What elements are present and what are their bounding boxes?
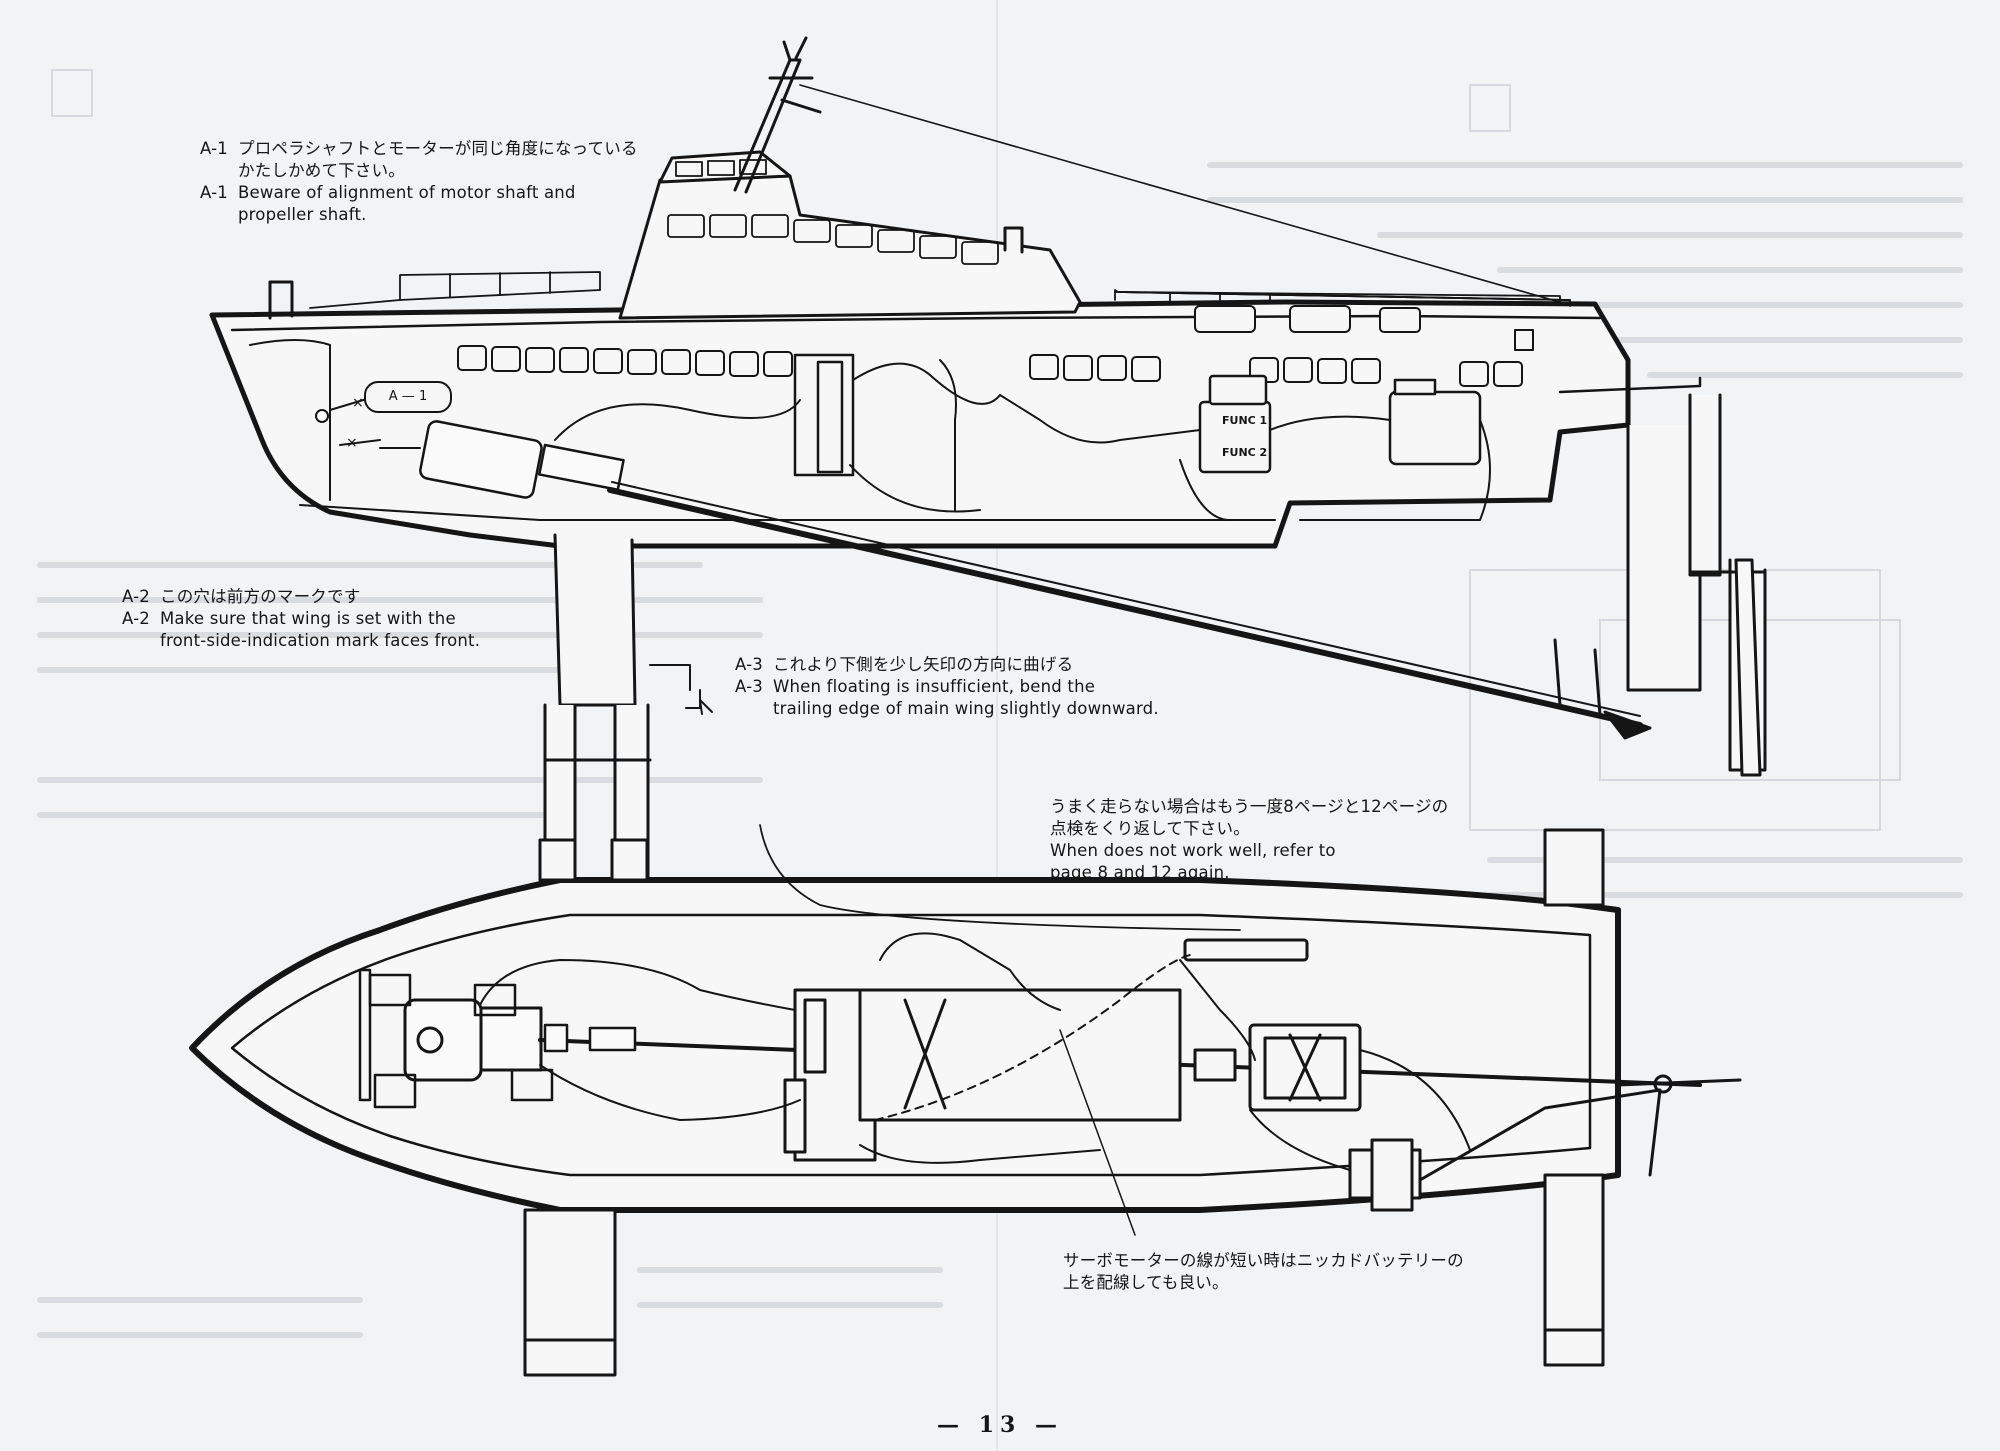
note-a1-en-line1: Beware of alignment of motor shaft and <box>238 183 576 202</box>
shaft-tube-outline <box>611 481 1641 717</box>
note-servo: サーボモーターの線が短い時はニッカドバッテリーの 上を配線しても良い。 <box>1063 1250 1464 1294</box>
bow-post <box>268 280 294 320</box>
note-a2-jp-line1: この穴は前方のマークです <box>160 587 361 606</box>
note-retry-en-line1: When does not work well, refer to <box>1050 841 1336 860</box>
func1-label: FUNC 1 <box>1222 414 1268 427</box>
a2-hole-marks: × × <box>315 395 421 451</box>
bridge-outline <box>658 150 792 184</box>
aftdeck-equipment <box>1194 305 1534 351</box>
top-inner-gunwale <box>230 913 1592 1177</box>
note-retry-en-line2: page 8 and 12 again. <box>1050 863 1230 882</box>
side-view: × × <box>209 36 1767 1012</box>
note-a3-en-line2: trailing edge of main wing slightly down… <box>773 699 1159 718</box>
note-a1-code: A-1 <box>200 139 228 158</box>
note-a2-en-line1: Make sure that wing is set with the <box>160 609 456 628</box>
top-rudder-arm <box>1616 1078 1742 1087</box>
note-a1-jp-line2: かたしかめて下さい。 <box>238 161 405 180</box>
func2-label: FUNC 2 <box>1222 446 1268 459</box>
top-wiring <box>479 932 1471 1171</box>
callout-a1-tag: A — 1 <box>364 381 452 413</box>
note-a1-en-line2: propeller shaft. <box>238 205 367 224</box>
propeller-strut <box>1553 638 1602 717</box>
top-front-foils <box>523 838 649 1377</box>
svg-text:×: × <box>352 395 364 411</box>
mast <box>733 36 822 194</box>
propeller-shaft <box>607 487 1643 728</box>
note-a3-code-en: A-3 <box>735 677 763 696</box>
rear-foil-strut <box>1626 393 1767 777</box>
top-dashed-wire <box>874 954 1191 1121</box>
antenna-wire <box>799 84 1571 306</box>
note-retry: うまく走らない場合はもう一度8ページと12ページの 点検をくり返して下さい。 W… <box>1050 796 1448 884</box>
note-a3-jp-line1: これより下側を少し矢印の方向に曲げる <box>773 655 1074 674</box>
note-a1: A-1 プロペラシャフトとモーターが同じ角度になっている かたしかめて下さい。 A… <box>200 138 638 226</box>
page-number: — 13 — <box>937 1412 1063 1438</box>
side-battery-pack <box>1388 378 1482 466</box>
top-rear-foils <box>1543 828 1605 1367</box>
propeller <box>1603 710 1652 740</box>
note-a3-en-line1: When floating is insufficient, bend the <box>773 677 1096 696</box>
cabin-windows <box>667 214 999 265</box>
note-retry-jp-line1: うまく走らない場合はもう一度8ページと12ページの <box>1050 797 1449 816</box>
note-a2-en-line2: front-side-indication mark faces front. <box>160 631 481 650</box>
note-retry-jp-line2: 点検をくり返して下さい。 <box>1050 819 1250 838</box>
hull-chine-line <box>299 504 1276 521</box>
top-battery-holder <box>858 988 1182 1122</box>
note-servo-jp-line2: 上を配線しても良い。 <box>1063 1273 1229 1292</box>
servo-note-leader <box>1059 1029 1136 1236</box>
note-a3-code: A-3 <box>735 655 763 674</box>
note-servo-jp-line1: サーボモーターの線が短い時はニッカドバッテリーの <box>1063 1251 1464 1270</box>
top-switch <box>1183 938 1309 1082</box>
foredeck-railing <box>309 271 601 309</box>
note-a1-code-en: A-1 <box>200 183 228 202</box>
top-view <box>189 824 1742 1377</box>
top-motor <box>403 998 543 1082</box>
side-wiring <box>554 362 1491 521</box>
side-motor <box>419 420 625 499</box>
deck-line <box>230 314 1602 332</box>
side-wiring-2 <box>939 359 1271 521</box>
rudder <box>1734 558 1762 777</box>
a3-bend-arrow <box>649 664 713 715</box>
top-receiver <box>1248 1023 1362 1112</box>
page-fold <box>996 0 998 1451</box>
top-shaft-coupling <box>543 1023 637 1053</box>
aftdeck-railing <box>1114 289 1571 307</box>
svg-text:×: × <box>346 435 358 451</box>
top-tiller-linkage <box>1418 1088 1662 1182</box>
side-receiver <box>1198 374 1272 474</box>
side-servo-unit <box>793 353 855 477</box>
note-a1-jp-line1: プロペラシャフトとモーターが同じ角度になっている <box>238 139 638 158</box>
stern-tiller <box>1558 376 1702 394</box>
side-portholes <box>457 345 1523 387</box>
rub-rail <box>249 339 331 501</box>
top-rudder-servo <box>1348 1138 1422 1212</box>
top-rudder-pivot <box>1653 1074 1673 1094</box>
side-hull-outline <box>209 299 1631 549</box>
note-a2-code: A-2 <box>122 587 150 606</box>
top-antenna-lead <box>759 824 1241 931</box>
note-a2-code-en: A-2 <box>122 609 150 628</box>
funnel <box>1003 226 1024 254</box>
